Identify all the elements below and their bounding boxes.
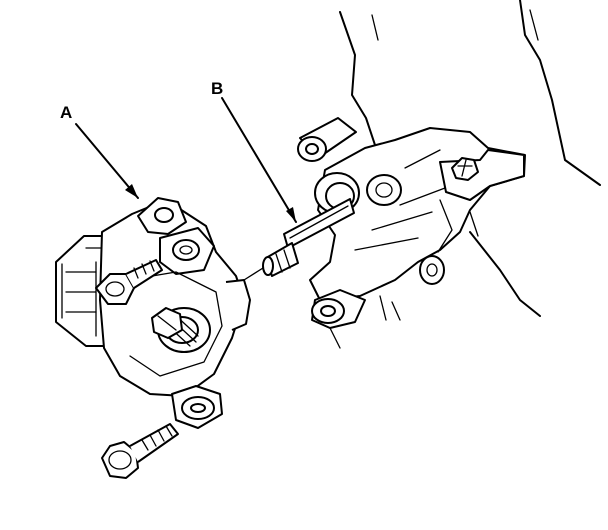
- transmission-case: [297, 0, 601, 349]
- manual-valve-shaft: [262, 198, 355, 277]
- callout-a-leader: [75, 123, 139, 199]
- alignment-line: [243, 267, 264, 281]
- switch-assembly: [55, 197, 251, 429]
- callout-b-leader: [221, 97, 297, 223]
- callout-a-label: A: [60, 103, 72, 122]
- callout-b-label: B: [211, 79, 223, 98]
- mounting-bolt: [101, 423, 179, 479]
